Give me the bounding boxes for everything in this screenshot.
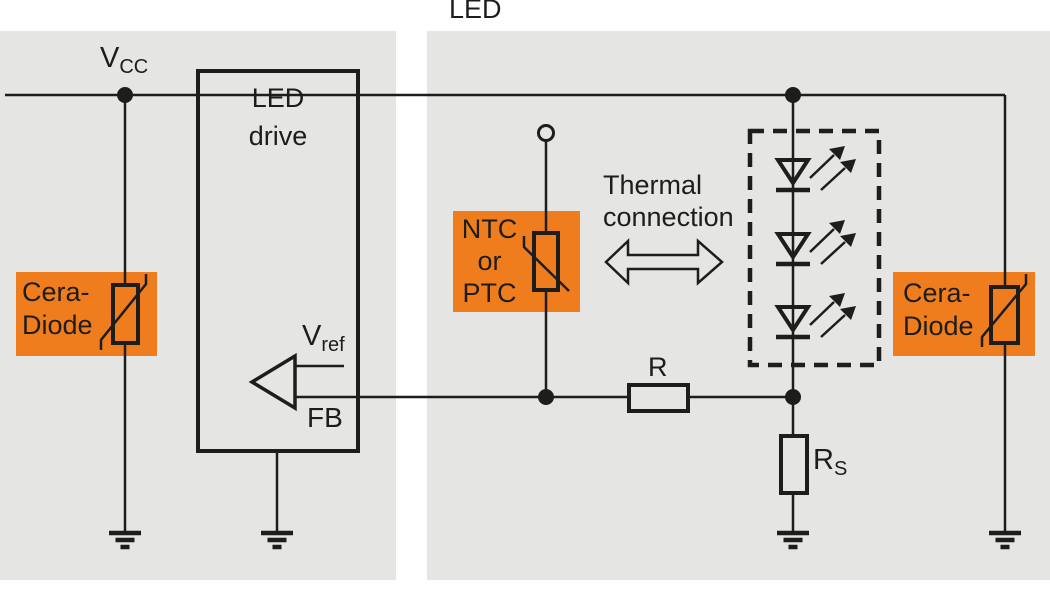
cera-diode-label-right: Cera- Diode: [903, 278, 974, 341]
ground-icon-3: [777, 533, 809, 547]
cera-diode-label-left: Cera- Diode: [22, 277, 93, 340]
vref-main: V: [302, 320, 322, 352]
resistor-rs: [779, 434, 809, 495]
junction-dot-led-top: [785, 87, 801, 103]
comparator-icon: [248, 352, 297, 412]
resistor-r: [627, 383, 690, 413]
terminal-circle: [537, 124, 555, 142]
led-icon-3: [776, 293, 856, 337]
ntc-ptc-label: NTC or PTC: [461, 214, 518, 308]
vref-label: Vref: [302, 320, 345, 357]
vcc-label: VCC: [100, 42, 148, 79]
thermal-arrow-icon: [604, 238, 724, 286]
ground-icon-2: [261, 533, 293, 547]
junction-dot-vcc: [117, 87, 133, 103]
rs-sub: S: [833, 458, 848, 480]
vcc-sub: CC: [119, 56, 149, 78]
varistor-icon-right: [980, 274, 1028, 347]
rs-main: R: [813, 444, 834, 476]
fb-label: FB: [307, 402, 343, 433]
led-icon-1: [776, 146, 856, 190]
ground-icon-1: [109, 533, 141, 547]
junction-dot-ntc: [538, 389, 554, 405]
resistor-rs-label: RS: [813, 444, 847, 481]
varistor-icon-left: [99, 274, 148, 350]
ground-icon-4: [989, 533, 1021, 547]
resistor-r-label: R: [648, 352, 668, 382]
led-drive-label: LED drive: [248, 83, 308, 151]
led-module-dashed-box: [747, 128, 882, 368]
led-icon-2: [776, 220, 856, 264]
vcc-main: V: [100, 42, 120, 74]
junction-dot-sense: [785, 389, 801, 405]
thermistor-icon: [522, 231, 570, 292]
circuit-title: LED: [449, 0, 502, 24]
supply-wire: [5, 93, 1007, 531]
thermal-connection-label: Thermal connection: [603, 170, 734, 232]
vref-sub: ref: [321, 334, 345, 356]
